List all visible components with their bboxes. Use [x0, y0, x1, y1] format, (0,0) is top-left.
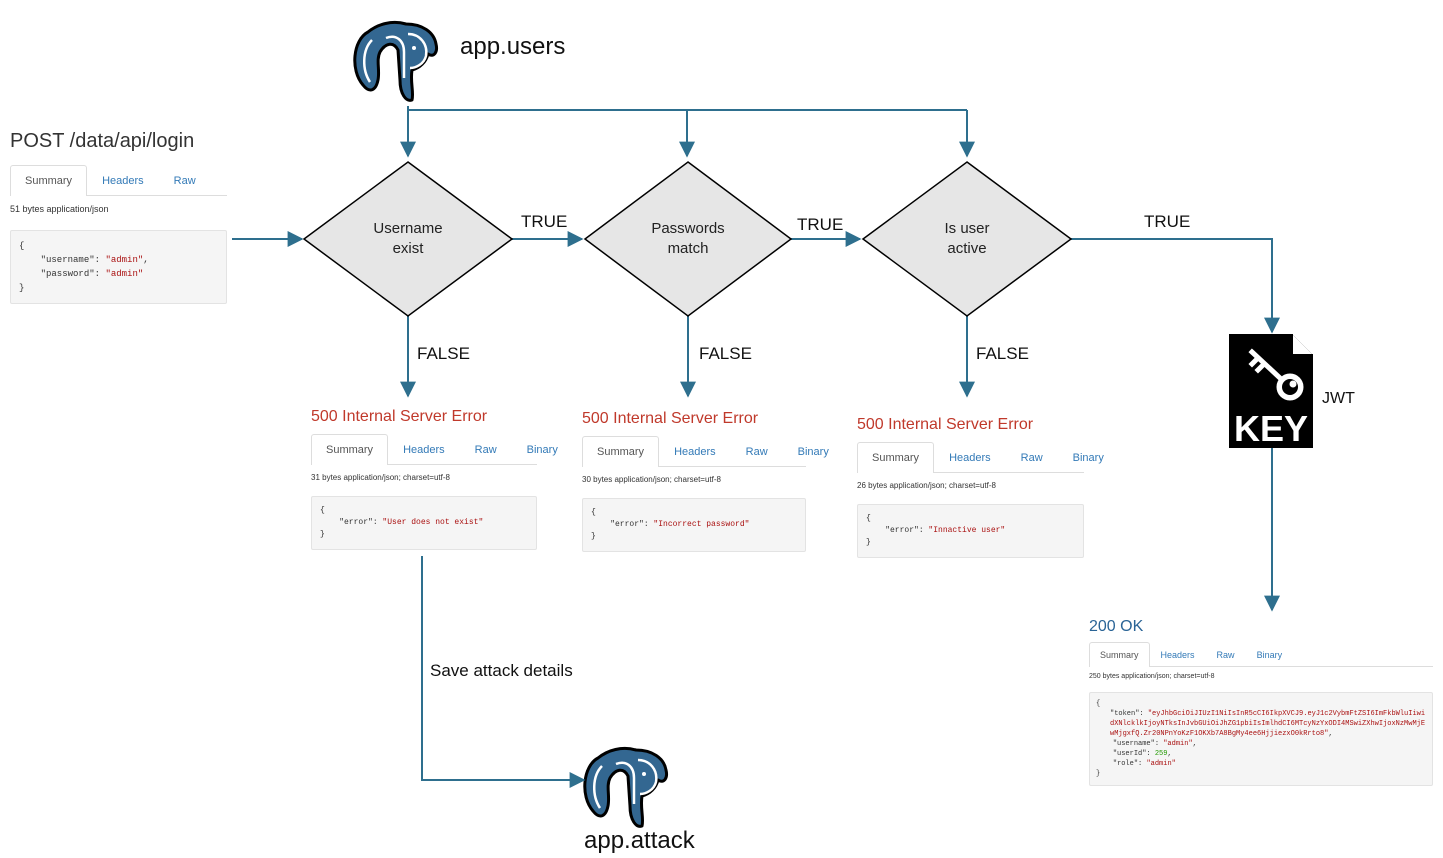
request-body: { "username": "admin", "password": "admi…: [10, 230, 227, 304]
error-panel-1: 500 Internal Server Error Summary Header…: [311, 408, 558, 550]
true-label-2: TRUE: [797, 215, 844, 234]
json-key: "error": [610, 520, 644, 529]
json-value: "admin": [1163, 740, 1193, 748]
tab-summary[interactable]: Summary: [1089, 642, 1150, 667]
json-key: "username": [40, 255, 95, 265]
error-tabs: Summary Headers Raw Binary: [582, 434, 829, 467]
tab-summary[interactable]: Summary: [10, 165, 88, 196]
error-tabs: Summary Headers Raw Binary: [311, 432, 558, 465]
error-meta: 31 bytes application/json; charset=utf-8: [311, 473, 450, 482]
json-key: "token": [1110, 710, 1140, 718]
decision-username-line1: Username: [373, 220, 443, 237]
true-label-1: TRUE: [521, 212, 568, 231]
request-panel: POST /data/api/login Summary Headers Raw…: [10, 130, 227, 304]
false-label-2: FALSE: [699, 344, 752, 363]
request-meta: 51 bytes application/json: [10, 204, 109, 214]
error-body: { "error": "User does not exist" }: [311, 496, 537, 550]
tab-raw[interactable]: Raw: [745, 446, 768, 458]
tab-binary[interactable]: Binary: [1072, 452, 1104, 464]
jwt-label: JWT: [1322, 390, 1355, 407]
db-attack-label: app.attack: [584, 827, 695, 854]
tab-raw[interactable]: Raw: [1216, 650, 1235, 660]
error-body: { "error": "Incorrect password" }: [582, 498, 806, 552]
request-tabs: Summary Headers Raw: [10, 159, 227, 196]
success-meta: 250 bytes application/json; charset=utf-…: [1089, 673, 1215, 680]
tab-headers[interactable]: Headers: [949, 452, 991, 464]
error-title: 500 Internal Server Error: [582, 410, 759, 427]
error-title: 500 Internal Server Error: [857, 416, 1034, 433]
error-title: 500 Internal Server Error: [311, 408, 488, 425]
db-users-label: app.users: [460, 33, 566, 60]
false-label-3: FALSE: [976, 344, 1029, 363]
tab-headers[interactable]: Headers: [403, 444, 445, 456]
error-tabs: Summary Headers Raw Binary: [857, 440, 1104, 473]
tab-headers[interactable]: Headers: [102, 175, 144, 187]
json-value: "Incorrect password": [653, 520, 750, 529]
decision-active-line2: active: [947, 240, 987, 257]
tab-binary[interactable]: Binary: [526, 444, 558, 456]
decision-password-line2: match: [667, 240, 709, 257]
json-value: "User does not exist": [382, 518, 484, 527]
success-body: { "token": "eyJhbGciOiJIUzI1NiIsInR5cCI6…: [1089, 692, 1433, 786]
tab-summary[interactable]: Summary: [857, 442, 935, 473]
error-meta: 26 bytes application/json; charset=utf-8: [857, 481, 996, 490]
tab-raw[interactable]: Raw: [1020, 452, 1043, 464]
key-file-text: KEY: [1234, 408, 1308, 449]
main-flow-arrows: [232, 231, 1280, 612]
error-panel-3: 500 Internal Server Error Summary Header…: [857, 416, 1104, 558]
decision-active-diamond: [861, 161, 1073, 317]
token-value: "eyJhbGciOiJIUzI1NiIsInR5cCI6IkpXVCJ9.ey…: [1110, 710, 1426, 738]
success-tabs: Summary Headers Raw Binary: [1089, 638, 1433, 667]
jwt-key-file-icon: KEY: [1229, 334, 1313, 449]
save-attack-label: Save attack details: [430, 661, 573, 680]
true-label-3: TRUE: [1144, 212, 1191, 231]
json-value: "admin": [1146, 760, 1176, 768]
json-value: "admin": [105, 269, 144, 279]
db-distribution-lines: [400, 106, 975, 158]
json-key: "username": [1112, 740, 1155, 748]
decision-username-line2: exist: [392, 240, 424, 257]
json-key: "error": [885, 526, 919, 535]
json-value: "admin": [105, 255, 144, 265]
tab-binary[interactable]: Binary: [797, 446, 829, 458]
error-panel-2: 500 Internal Server Error Summary Header…: [582, 410, 829, 552]
decision-active-text: Is user active: [897, 219, 1037, 259]
decision-username-text: Username exist: [338, 219, 478, 259]
decision-active-line1: Is user: [944, 220, 990, 237]
json-value: "Innactive user": [928, 526, 1006, 535]
tab-summary[interactable]: Summary: [582, 436, 660, 467]
false-label-1: FALSE: [417, 344, 470, 363]
tab-summary[interactable]: Summary: [311, 434, 389, 465]
tab-headers[interactable]: Headers: [674, 446, 716, 458]
decision-password-text: Passwords match: [618, 219, 758, 259]
decision-password-diamond: [583, 161, 793, 317]
error-body: { "error": "Innactive user" }: [857, 504, 1084, 558]
tab-raw[interactable]: Raw: [474, 444, 497, 456]
json-key: "password": [40, 269, 95, 279]
postgres-attack-icon: [583, 746, 669, 828]
postgres-users-icon: [353, 20, 439, 102]
json-key: "userId": [1112, 750, 1147, 758]
false-arrows: [400, 316, 975, 788]
json-key: "error": [339, 518, 373, 527]
json-value: 259: [1154, 750, 1168, 758]
error-meta: 30 bytes application/json; charset=utf-8: [582, 475, 721, 484]
request-title: POST /data/api/login: [10, 130, 195, 152]
success-title: 200 OK: [1089, 618, 1144, 635]
json-key: "role": [1112, 760, 1139, 768]
decision-username-diamond: [302, 161, 514, 317]
decision-password-line1: Passwords: [651, 220, 725, 237]
tab-binary[interactable]: Binary: [1256, 650, 1283, 660]
tab-headers[interactable]: Headers: [1160, 650, 1195, 660]
success-panel: 200 OK Summary Headers Raw Binary 250 by…: [1089, 618, 1433, 786]
tab-raw[interactable]: Raw: [173, 175, 196, 187]
